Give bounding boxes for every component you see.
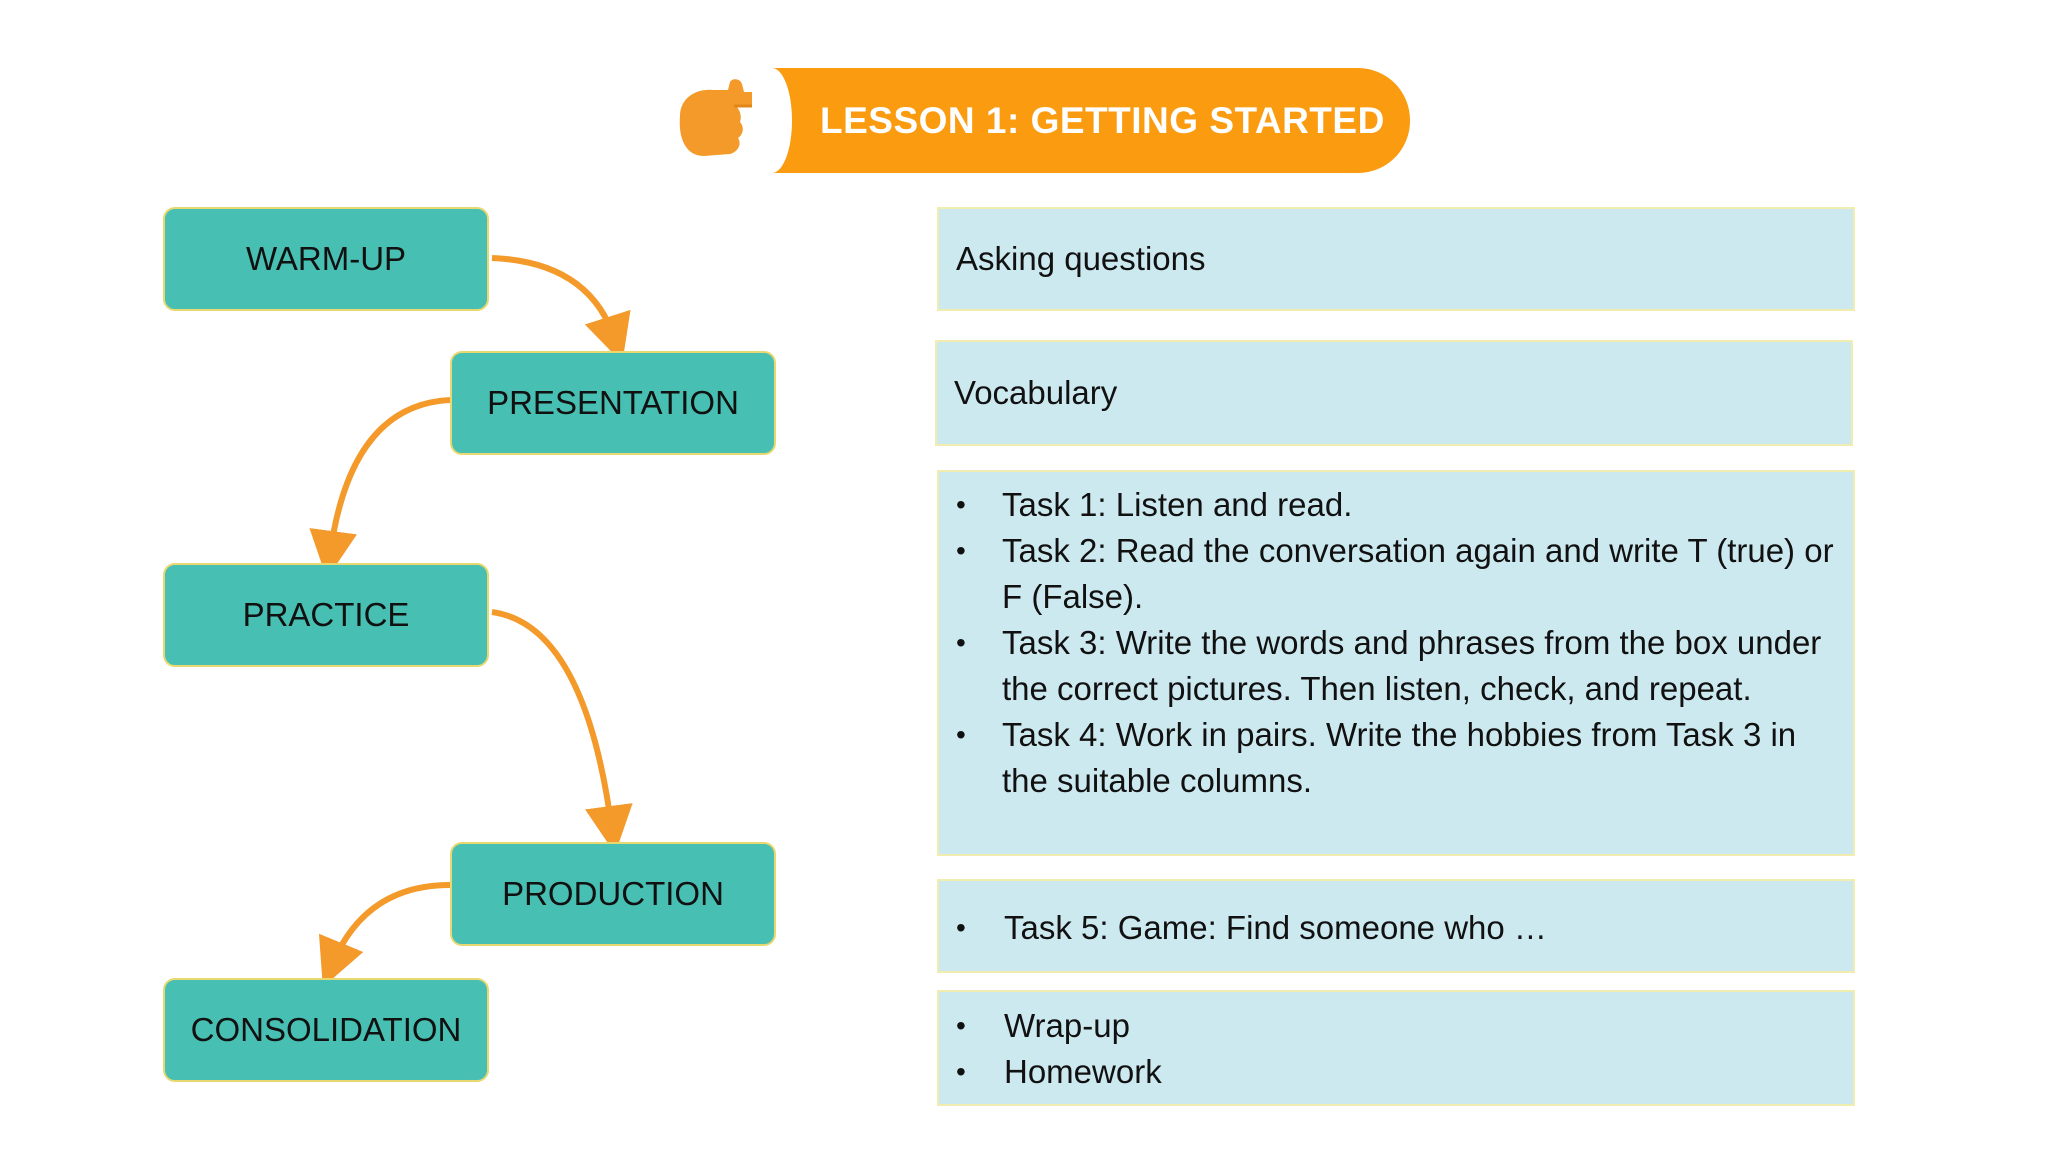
practice-task-list: Task 1: Listen and read. Task 2: Read th…	[939, 482, 1853, 804]
page-title: LESSON 1: GETTING STARTED	[820, 100, 1385, 141]
stage-label: PRACTICE	[242, 596, 410, 633]
list-item: Task 5: Game: Find someone who …	[939, 905, 1853, 951]
stage-label: WARM-UP	[245, 240, 407, 277]
list-item: Task 1: Listen and read.	[939, 482, 1853, 528]
consolidation-list: Wrap-up Homework	[939, 1003, 1853, 1095]
stage-presentation: PRESENTATION	[450, 351, 776, 455]
stage-practice: PRACTICE	[163, 563, 489, 667]
panel-presentation: Vocabulary	[935, 340, 1853, 446]
panel-presentation-text: Vocabulary	[954, 374, 1118, 411]
list-item: Task 3: Write the words and phrases from…	[939, 620, 1853, 712]
stage-label: PRODUCTION	[502, 875, 724, 912]
list-item: Task 2: Read the conversation again and …	[939, 528, 1853, 620]
stage-label: CONSOLIDATION	[190, 1011, 462, 1048]
arrow-production-to-consolidation	[318, 882, 451, 988]
stage-consolidation: CONSOLIDATION	[163, 978, 489, 1082]
list-item: Task 4: Work in pairs. Write the hobbies…	[939, 712, 1853, 804]
arrow-practice-to-production	[491, 609, 633, 854]
list-item: Wrap-up	[939, 1003, 1853, 1049]
arrow-presentation-to-practice	[309, 397, 451, 579]
panel-practice: Task 1: Listen and read. Task 2: Read th…	[937, 470, 1855, 856]
panel-production: Task 5: Game: Find someone who …	[937, 879, 1855, 973]
panel-consolidation: Wrap-up Homework	[937, 990, 1855, 1106]
panel-warmup: Asking questions	[937, 207, 1855, 311]
stage-production: PRODUCTION	[450, 842, 776, 946]
title-banner: LESSON 1: GETTING STARTED	[752, 68, 1410, 173]
stage-warm-up: WARM-UP	[163, 207, 489, 311]
panel-warmup-text: Asking questions	[956, 240, 1206, 277]
stage-label: PRESENTATION	[487, 384, 739, 421]
list-item: Homework	[939, 1049, 1853, 1095]
production-task-list: Task 5: Game: Find someone who …	[939, 905, 1853, 951]
arrow-warmup-to-presentation	[491, 255, 631, 363]
